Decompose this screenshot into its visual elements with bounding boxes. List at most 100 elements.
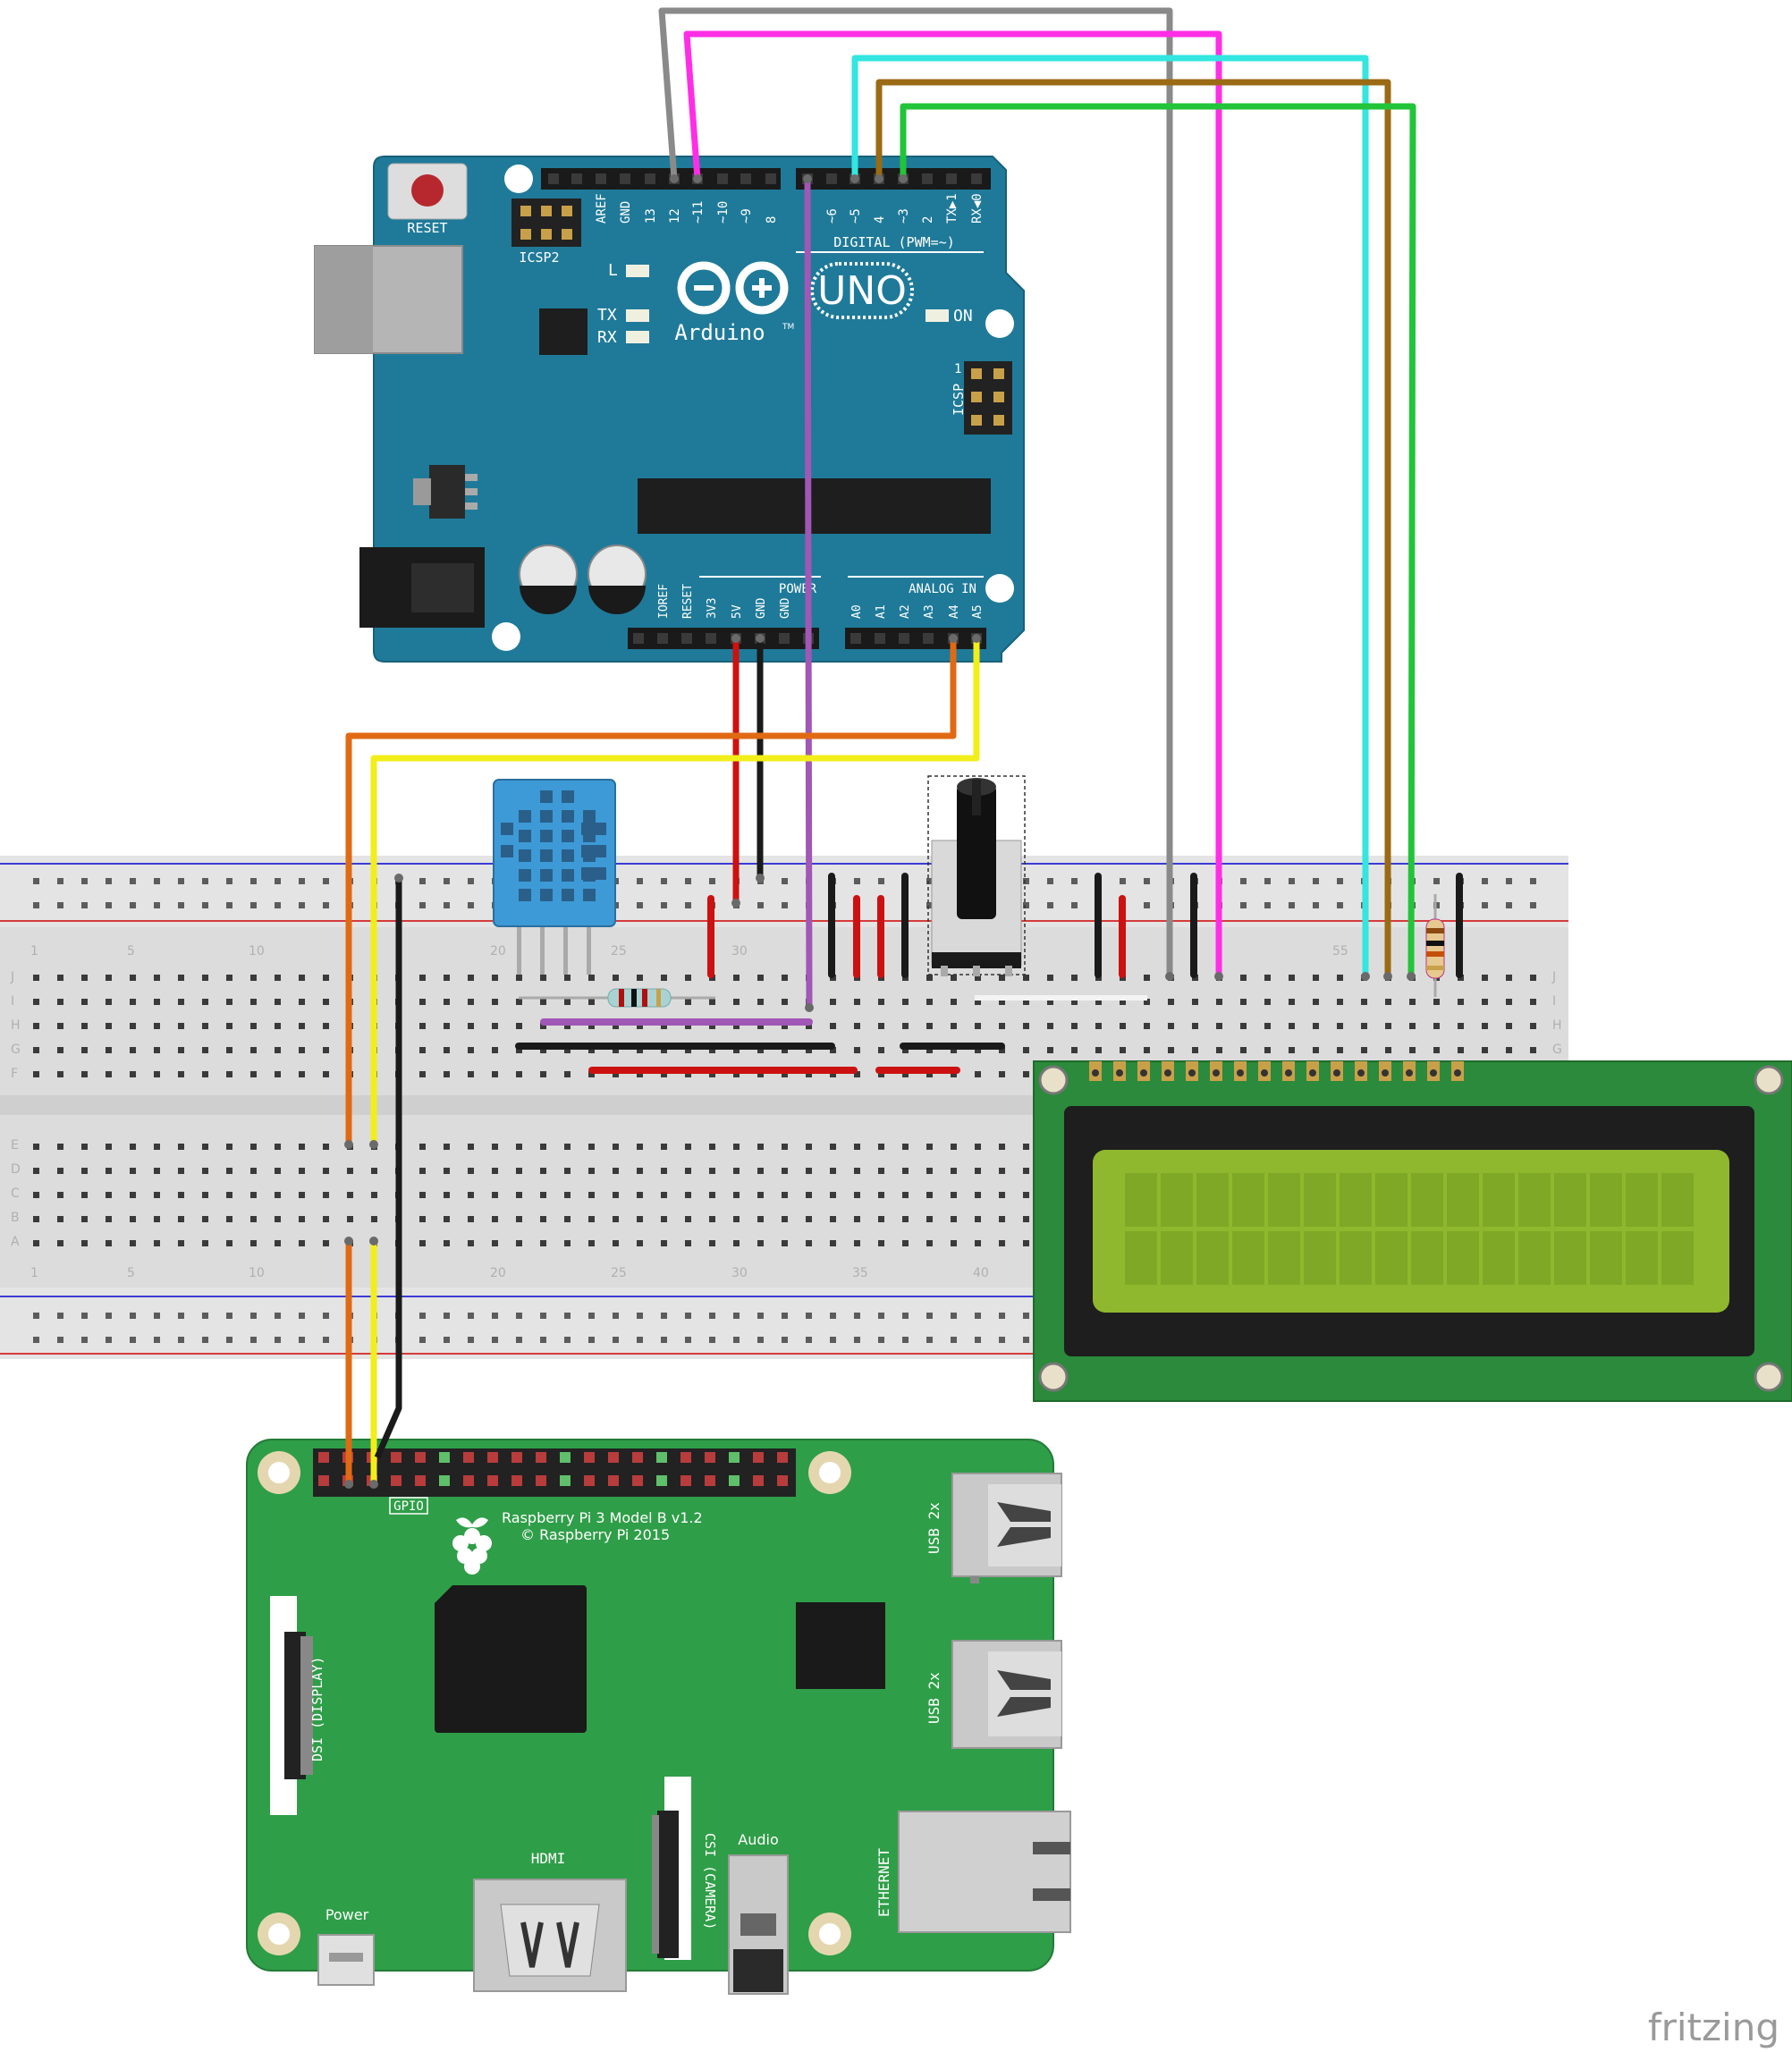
uno-model: UNO xyxy=(817,268,907,314)
col-number-1-bottom: 1 xyxy=(30,1266,38,1280)
digital-header-right xyxy=(796,168,991,190)
power-pin-label: 3V3 xyxy=(706,598,719,619)
usb-controller-chip xyxy=(539,308,587,355)
row-letter-e: E xyxy=(11,1138,19,1153)
gpio-header xyxy=(313,1448,796,1497)
potentiometer-outline xyxy=(927,775,1026,975)
analog-pin-label: A3 xyxy=(923,604,936,619)
row-letter-g-right: G xyxy=(1552,1043,1562,1057)
col-number-5-bottom: 5 xyxy=(127,1266,135,1280)
analog-header xyxy=(845,628,986,649)
col-number-40-bottom: 40 xyxy=(973,1266,989,1280)
fritzing-watermark: fritzing xyxy=(1648,2006,1779,2049)
col-number-30-bottom: 30 xyxy=(731,1266,748,1280)
uno-badge xyxy=(810,262,914,319)
col-number-20-bottom: 20 xyxy=(490,1266,506,1280)
led-l xyxy=(626,265,649,277)
col-number-25-bottom: 25 xyxy=(611,1266,627,1280)
rpi-soc-chip xyxy=(435,1585,587,1733)
col-number-55: 55 xyxy=(1332,944,1348,958)
reset-label: RESET xyxy=(407,220,447,236)
wire-orange-a4 xyxy=(345,638,957,1144)
breadboard-jumpers xyxy=(515,873,1463,1074)
digital-pin-label: ~10 xyxy=(716,201,731,224)
top-rail-holes xyxy=(24,874,1544,919)
wire-brown xyxy=(875,79,1391,976)
col-number-10-bottom: 10 xyxy=(249,1266,265,1280)
analog-pin-label: A5 xyxy=(971,604,985,619)
led-l-label: L xyxy=(608,261,618,280)
analog-pin-label: A4 xyxy=(948,604,961,619)
rpi-usb-lan-chip xyxy=(796,1602,885,1689)
led-rx xyxy=(626,331,649,343)
rpi-copyright: © Raspberry Pi 2015 xyxy=(520,1526,670,1543)
arduino-brand: Arduino xyxy=(674,320,765,345)
analog-label: ANALOG IN xyxy=(909,582,976,596)
hdmi-label: HDMI xyxy=(531,1850,566,1867)
digital-label: DIGITAL (PWM=~) xyxy=(833,234,954,250)
digital-pin-label: 2 xyxy=(921,216,935,224)
row-letter-h: H xyxy=(11,1018,21,1033)
col-number-35-bottom: 35 xyxy=(852,1266,868,1280)
arduino-logo xyxy=(677,261,789,315)
wire-black-rpi-gnd xyxy=(374,878,402,1459)
arduino-board xyxy=(373,156,1025,663)
power-pin-label: GND xyxy=(779,597,792,619)
csi-label: CSI (CAMERA) xyxy=(702,1833,718,1930)
row-letter-a: A xyxy=(11,1235,20,1249)
wire-gray xyxy=(658,7,1173,976)
digital-pin-label: ~6 xyxy=(825,208,840,224)
reset-button-cap[interactable] xyxy=(411,174,444,207)
ethernet-port xyxy=(898,1811,1071,1933)
digital-pin-label: AREF xyxy=(595,193,609,224)
wire-magenta xyxy=(683,30,1222,976)
col-number-1: 1 xyxy=(30,944,38,958)
col-number-25: 25 xyxy=(611,944,627,958)
arduino-usb-port-edge xyxy=(315,246,373,353)
icsp2-label: ICSP2 xyxy=(519,249,559,266)
dsi-label: DSI (DISPLAY) xyxy=(309,1657,325,1761)
digital-pin-label: 12 xyxy=(668,208,682,224)
analog-pin-label: A0 xyxy=(850,604,864,619)
col-number-30: 30 xyxy=(731,944,748,958)
wire-cyan xyxy=(851,55,1369,976)
digital-pin-label: GND xyxy=(619,201,633,224)
row-letter-j: J xyxy=(10,970,14,984)
potentiometer xyxy=(927,775,1026,976)
col-number-5: 5 xyxy=(127,944,135,958)
power-header xyxy=(628,628,819,649)
digital-pin-label: TX▶1 xyxy=(945,193,959,224)
icsp-label: ICSP xyxy=(951,384,967,416)
power-label: Power xyxy=(325,1906,369,1923)
resistor-dht-pullup xyxy=(519,988,715,1008)
arduino-dc-jack-inner xyxy=(411,563,474,612)
potentiometer-knob[interactable] xyxy=(957,785,996,919)
power-pin-label: RESET xyxy=(681,584,695,619)
digital-pin-label: 8 xyxy=(765,216,779,224)
analog-pin-label: A1 xyxy=(875,604,888,619)
ethernet-label: ETHERNET xyxy=(875,1848,892,1917)
col-number-10: 10 xyxy=(249,944,265,958)
audio-label: Audio xyxy=(738,1831,778,1848)
row-letter-g: G xyxy=(11,1043,21,1057)
raspberry-pi-logo xyxy=(452,1517,492,1575)
voltage-regulator-tab xyxy=(413,478,431,505)
arduino-mount-hole xyxy=(504,165,533,193)
rpi-title: Raspberry Pi 3 Model B v1.2 xyxy=(502,1509,703,1526)
raspberry-pi-3: GPIO Raspberry Pi 3 Model B v1.2 © Raspb… xyxy=(246,1439,1071,1995)
digital-pin-label: ~11 xyxy=(691,201,706,224)
digital-pin-label: RX◀0 xyxy=(970,193,985,224)
arduino-mount-hole xyxy=(492,622,520,651)
digital-pin-label: ~5 xyxy=(849,208,863,224)
led-rx-label: RX xyxy=(597,328,617,347)
row-letter-i-right: I xyxy=(1552,994,1556,1009)
row-letter-i: I xyxy=(11,994,14,1009)
voltage-regulator xyxy=(429,465,465,519)
digital-pin-label: 4 xyxy=(873,216,887,224)
wire-yellow-a5 xyxy=(370,638,980,1144)
digital-pin-label: ~9 xyxy=(740,208,754,224)
row-letter-d: D xyxy=(11,1162,21,1177)
row-letter-h-right: H xyxy=(1552,1018,1562,1033)
